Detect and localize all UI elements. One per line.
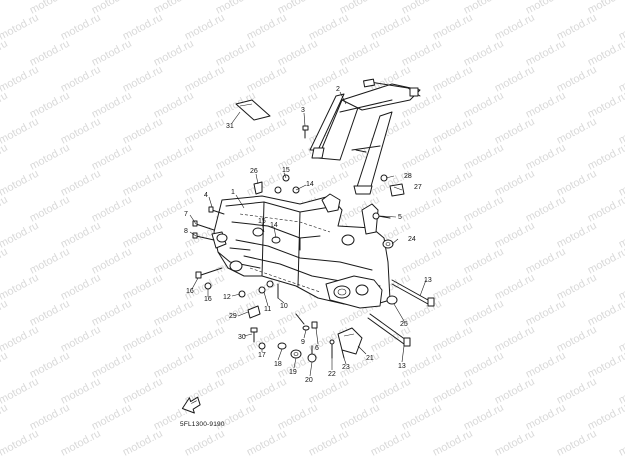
callout-32: 31	[226, 123, 234, 130]
watermark-text: motod.ru	[0, 324, 41, 355]
callout-16: 16	[186, 288, 194, 295]
callout-6: 6	[315, 345, 319, 352]
callout-13b: 13	[398, 363, 406, 370]
fasteners	[192, 125, 435, 363]
watermark-text: motod.ru	[0, 298, 10, 329]
callout-29: 28	[404, 173, 412, 180]
watermark-text: motod.ru	[0, 246, 10, 277]
callout-23: 22	[328, 371, 336, 378]
callout-14b: 14	[270, 222, 278, 229]
watermark-text: motod.ru	[0, 376, 41, 407]
callout-3: 3	[301, 107, 305, 114]
callout-17: 16	[204, 296, 212, 303]
callout-11: 11	[264, 306, 271, 313]
callout-20: 19	[289, 369, 297, 376]
callout-24: 23	[342, 364, 350, 371]
callout-26: 25	[400, 321, 408, 328]
callout-2: 2	[336, 86, 340, 93]
watermark-text: motod.ru	[0, 272, 41, 303]
watermark-text: motod.ru	[0, 194, 10, 225]
watermark-text: motod.ru	[121, 428, 165, 459]
main-frame	[211, 193, 391, 309]
watermark-text: motod.ru	[245, 428, 289, 459]
watermark-text: motod.ru	[0, 168, 41, 199]
callout-10: 10	[280, 303, 288, 310]
watermark-text: motod.ru	[369, 428, 413, 459]
watermark-text: motod.ru	[0, 116, 41, 147]
rear-frame	[309, 78, 421, 195]
watermark-text: motod.ru	[431, 428, 475, 459]
callout-27: 26	[250, 168, 258, 175]
callout-labels: 1 2 3 4 5 6 7 8 9 10 11 12 13 13 14 14 1…	[184, 86, 432, 384]
watermark-text: motod.ru	[0, 220, 41, 251]
watermark-text: motod.ru	[0, 38, 10, 69]
watermark-text: motod.ru	[59, 428, 103, 459]
callout-18: 17	[258, 352, 266, 359]
watermark-text: motod.ru	[0, 64, 41, 95]
callout-31: 30	[238, 334, 246, 341]
callout-19: 18	[274, 361, 282, 368]
callout-7: 7	[184, 211, 188, 218]
front-arrow-icon	[181, 396, 201, 414]
callout-25: 24	[408, 236, 416, 243]
callout-30: 29	[229, 313, 237, 320]
callout-28: 27	[414, 184, 422, 191]
callout-8: 8	[184, 228, 188, 235]
watermark-text: motod.ru	[555, 428, 599, 459]
callout-5: 5	[398, 214, 402, 221]
callout-13a: 13	[424, 277, 432, 284]
watermark-text: motod.ru	[0, 350, 10, 381]
callout-12: 12	[223, 294, 231, 301]
watermark-text: motod.ru	[0, 0, 10, 17]
leader-lines	[189, 91, 427, 377]
callout-21: 20	[305, 377, 313, 384]
watermark-text: motod.ru	[0, 402, 10, 433]
watermark-text: motod.ru	[0, 12, 41, 43]
plate	[235, 99, 271, 121]
watermark-text: motod.ru	[493, 428, 537, 459]
callout-15b: 15	[258, 218, 266, 225]
watermark-text: motod.ru	[617, 428, 625, 459]
watermark-text: motod.ru	[0, 428, 41, 459]
callout-14a: 14	[306, 181, 314, 188]
callout-1: 1	[231, 189, 235, 196]
watermark-text: motod.ru	[0, 142, 10, 173]
watermark-text: motod.ru	[307, 428, 351, 459]
watermark-text: motod.ru	[0, 90, 10, 121]
callout-22: 21	[366, 355, 374, 362]
callout-9: 9	[301, 339, 305, 346]
callout-15a: 15	[282, 167, 290, 174]
callout-4: 4	[204, 192, 208, 199]
watermark-text: motod.ru	[183, 428, 227, 459]
document-code: 5FL1300-9190	[180, 421, 225, 428]
